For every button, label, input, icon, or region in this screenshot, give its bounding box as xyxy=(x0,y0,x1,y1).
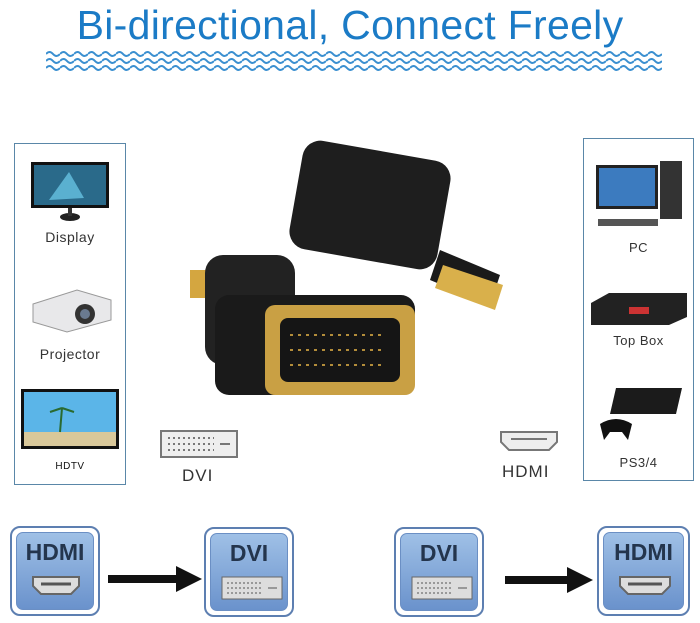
source-devices-panel: PC Top Box PS3/4 xyxy=(583,138,694,481)
adapter-product-image xyxy=(190,140,503,395)
device-label-ps3-4: PS3/4 xyxy=(619,455,658,470)
device-label-hdtv: HDTV xyxy=(55,461,85,472)
dvi-label: DVI xyxy=(182,466,214,485)
tile-label: HDMI xyxy=(25,539,85,565)
flow1-target-dvi: DVI xyxy=(204,527,294,617)
flow2-source-dvi: DVI xyxy=(394,527,484,617)
projector-icon xyxy=(32,289,112,333)
flow2-target-hdmi: HDMI xyxy=(597,526,690,616)
flow2-arrow xyxy=(505,576,569,584)
hdmi-port-icon xyxy=(500,431,558,451)
hdmi-port-icon xyxy=(619,576,671,595)
hdmi-label: HDMI xyxy=(502,462,550,481)
set-top-box-icon xyxy=(591,293,687,325)
desktop-pc-icon xyxy=(596,161,682,226)
dvi-port-icon xyxy=(221,576,283,600)
device-label-top-box: Top Box xyxy=(613,333,664,348)
wave-divider xyxy=(46,50,662,74)
game-console-icon xyxy=(600,388,682,440)
arrowhead-icon xyxy=(176,566,202,592)
tile-label: DVI xyxy=(419,540,459,566)
device-label-projector: Projector xyxy=(39,346,101,362)
arrowhead-icon xyxy=(567,567,593,593)
tile-label: HDMI xyxy=(614,539,673,565)
tv-icon xyxy=(21,389,119,449)
monitor-icon xyxy=(31,162,109,221)
headline: Bi-directional, Connect Freely xyxy=(76,2,624,48)
display-devices-panel: Display Projector HDTV xyxy=(14,143,126,485)
tile-label: DVI xyxy=(229,540,269,566)
dvi-port-icon xyxy=(411,576,473,600)
flow1-source-hdmi: HDMI xyxy=(10,526,100,616)
dvi-port-icon xyxy=(160,430,238,458)
flow1-arrow xyxy=(108,575,178,583)
device-label-display: Display xyxy=(45,229,95,245)
hdmi-port-icon xyxy=(32,576,80,595)
device-label-pc: PC xyxy=(628,240,649,255)
